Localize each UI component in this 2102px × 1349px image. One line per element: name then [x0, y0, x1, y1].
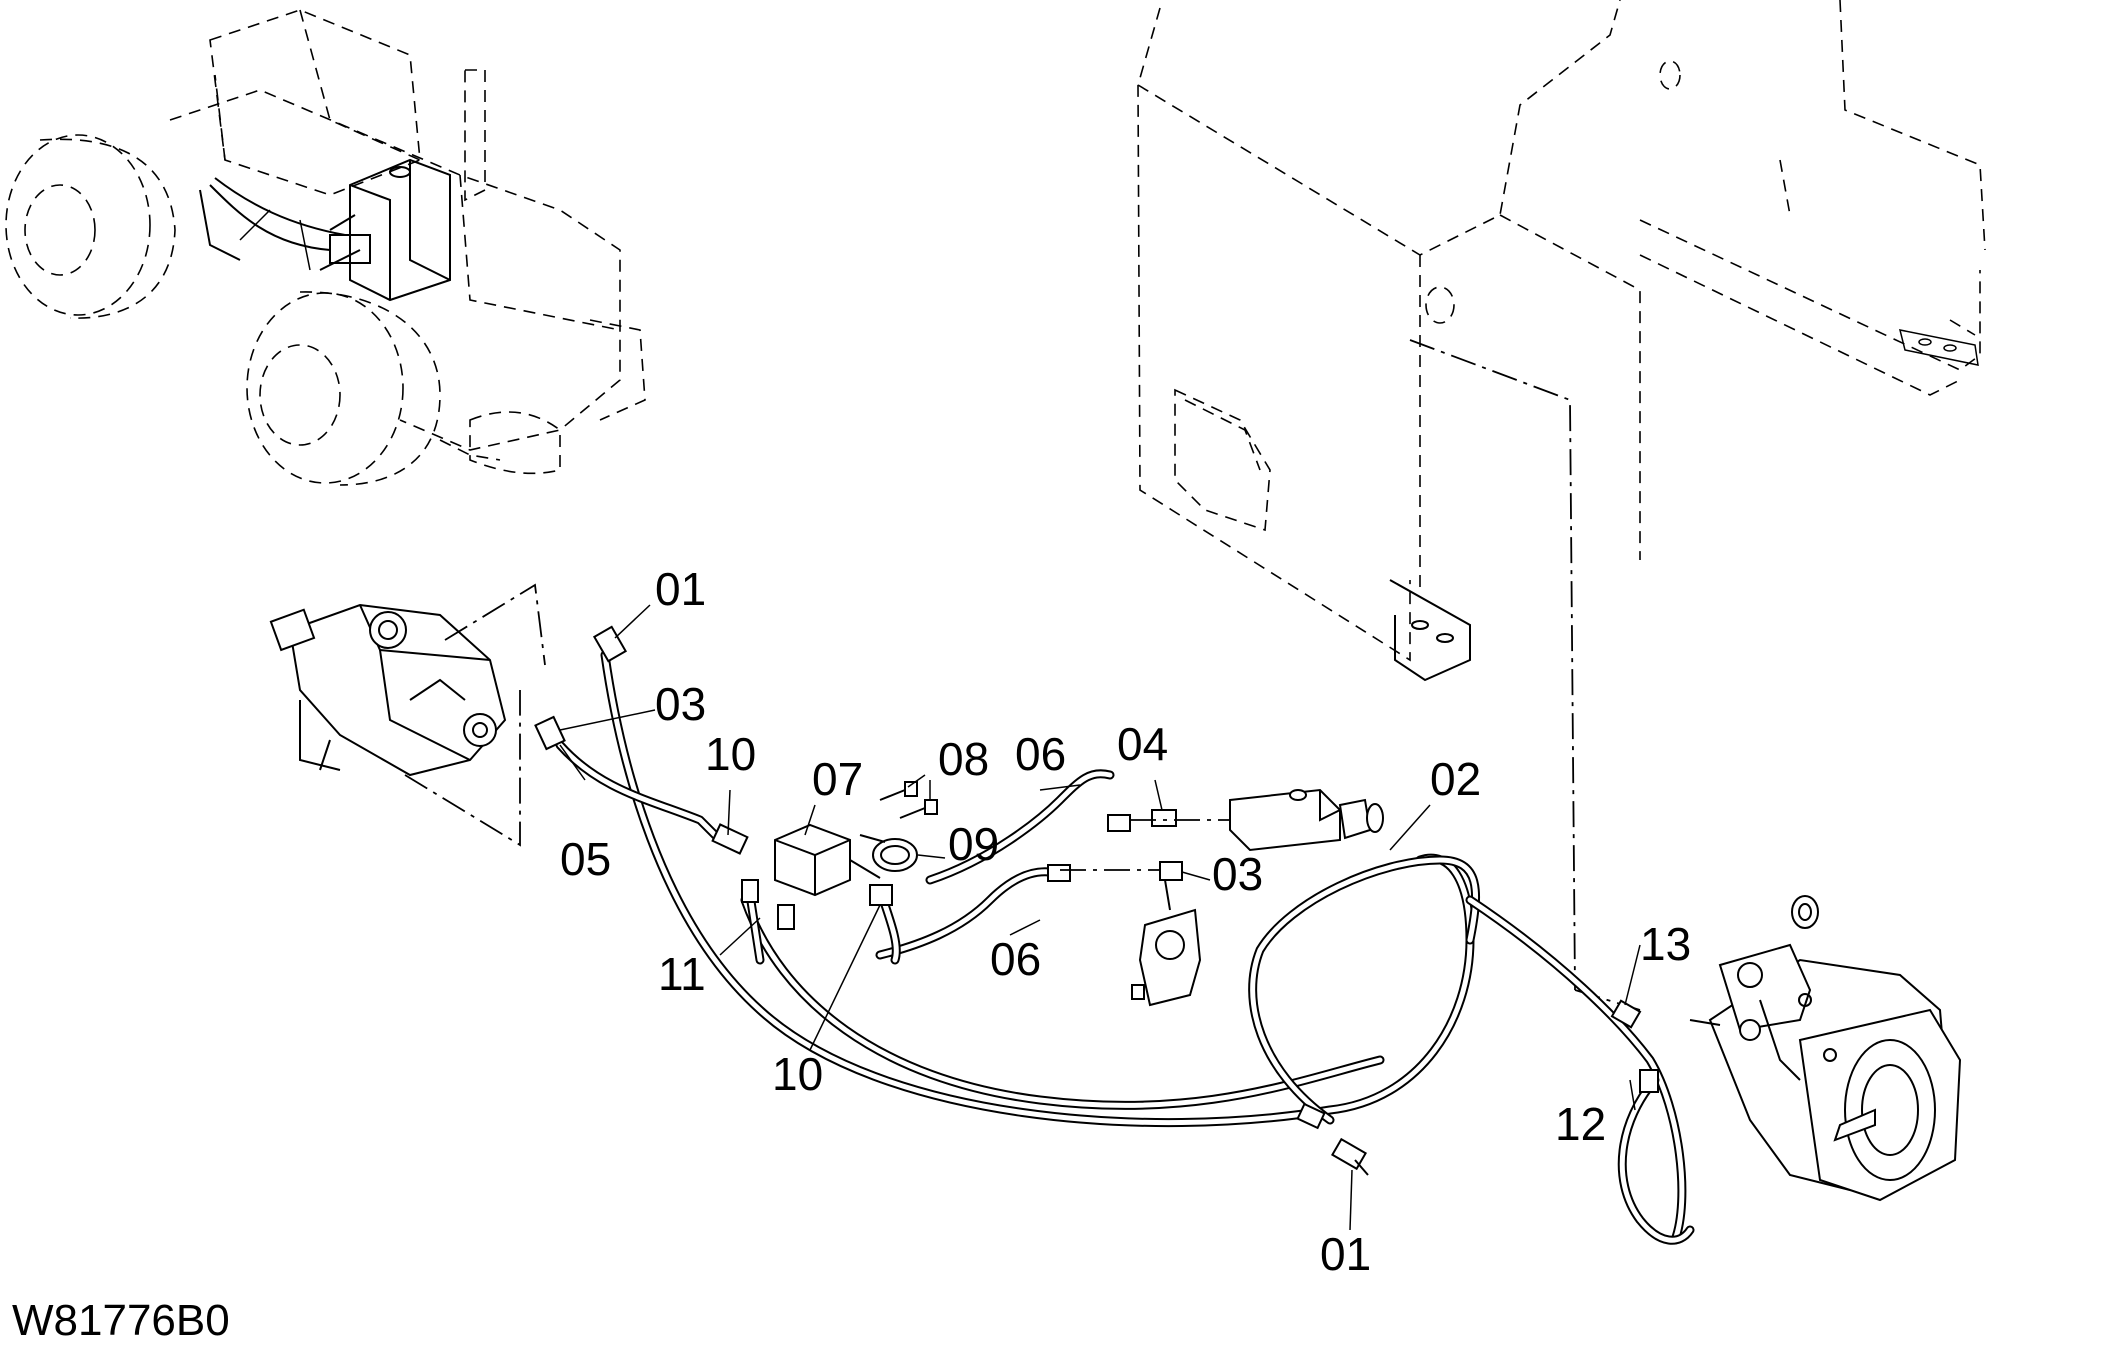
- callout-12: 12: [1555, 1098, 1606, 1150]
- control-valve-assembly: [269, 583, 546, 847]
- callout-05: 05: [560, 833, 611, 885]
- callout-10-bottom: 10: [772, 1048, 823, 1100]
- cab-frame-outline: [1137, 0, 1986, 1011]
- callout-labels: 01 03 10 05 07 08 09 06 04 03 06 11 10 0…: [560, 563, 1691, 1280]
- callout-07: 07: [812, 753, 863, 805]
- callout-10-top: 10: [705, 728, 756, 780]
- leader-lines: [559, 604, 1641, 1231]
- callout-09: 09: [948, 818, 999, 870]
- callout-01-top: 01: [655, 563, 706, 615]
- callout-11: 11: [658, 948, 706, 1000]
- callout-02: 02: [1430, 753, 1481, 805]
- callout-06-top: 06: [1015, 728, 1066, 780]
- callout-06-bottom: 06: [990, 933, 1041, 985]
- hydraulic-pump: [1689, 895, 1962, 1202]
- callout-01-bottom: 01: [1320, 1228, 1371, 1280]
- callout-03-left: 03: [655, 678, 706, 730]
- machine-overview-illustration: [5, 9, 646, 486]
- callout-13: 13: [1640, 918, 1691, 970]
- callout-08: 08: [938, 733, 989, 785]
- callout-04: 04: [1117, 718, 1168, 770]
- callout-03-right: 03: [1212, 848, 1263, 900]
- drawing-code: W81776B0: [12, 1296, 230, 1345]
- fittings: [534, 625, 1659, 1176]
